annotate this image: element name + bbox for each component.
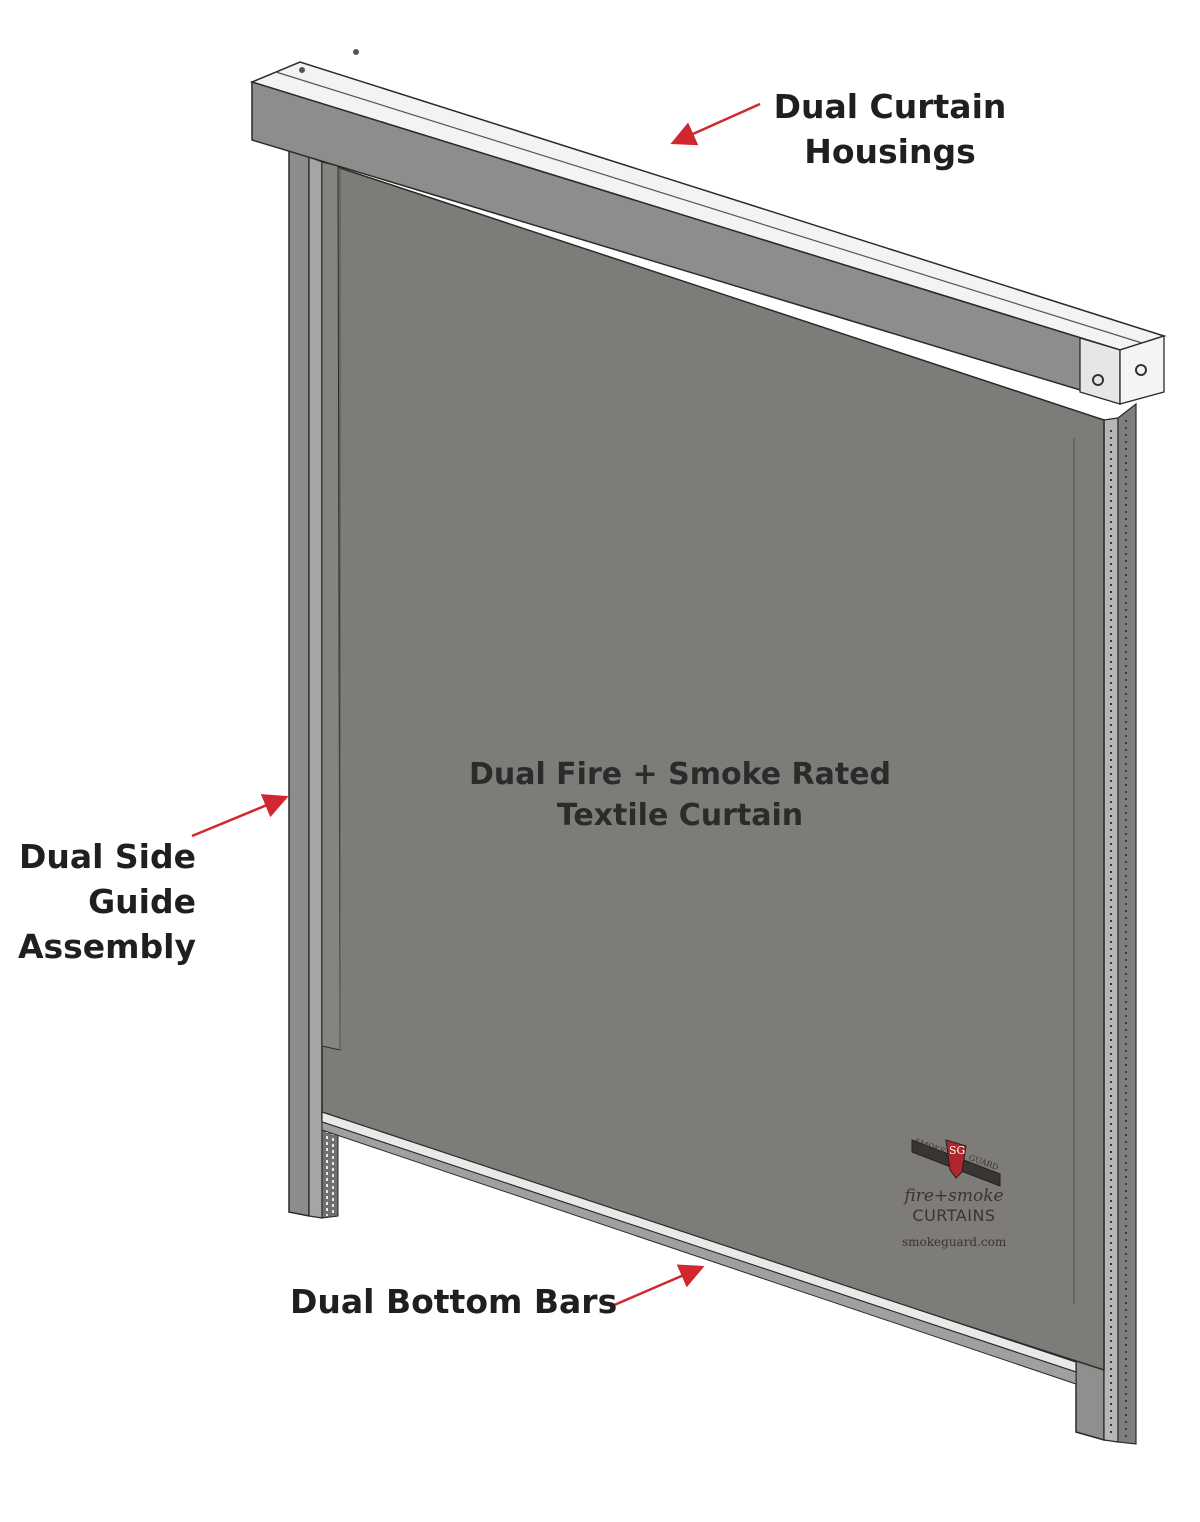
- guide-callout: Dual Side Guide Assembly: [10, 834, 196, 969]
- logo-site: smokeguard.com: [902, 1235, 1007, 1249]
- bottom-bar-callout: Dual Bottom Bars: [290, 1279, 618, 1324]
- housings-callout: Dual Curtain Housings: [740, 84, 1040, 174]
- guide-arrow: [191, 794, 289, 838]
- curtain-callout-line2: Textile Curtain: [556, 798, 804, 833]
- guide-callout-line2: Guide: [88, 882, 196, 921]
- bottom-bar-callout-line1: Dual Bottom Bars: [290, 1282, 618, 1321]
- smokeguard-logo: [911, 1139, 1001, 1187]
- guide-callout-line3: Assembly: [17, 927, 196, 966]
- curtain-callout: Dual Fire + Smoke Rated Textile Curtain: [430, 754, 930, 836]
- logo-badge-mid: SG: [949, 1144, 966, 1157]
- housings-callout-line2: Housings: [804, 132, 976, 171]
- curtain-housings: [249, 49, 1167, 405]
- bottom-bar: [321, 1111, 1077, 1385]
- curtain-callout-line1: Dual Fire + Smoke Rated: [468, 757, 892, 792]
- bottom-bar-arrow: [611, 1264, 705, 1308]
- housings-arrow: [670, 102, 761, 146]
- guide-callout-line1: Dual Side: [18, 837, 196, 876]
- logo-product: CURTAINS: [912, 1206, 996, 1225]
- logo-tagline: fire+smoke: [904, 1186, 1004, 1206]
- housings-callout-line1: Dual Curtain: [773, 87, 1007, 126]
